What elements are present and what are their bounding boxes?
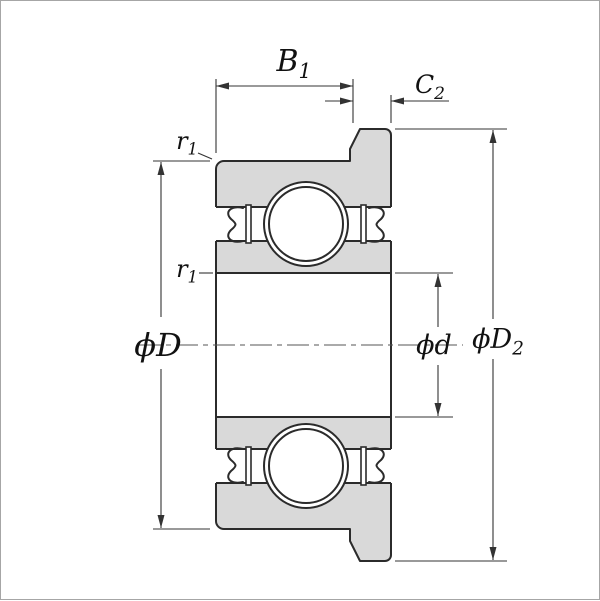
label-c2-main: C: [415, 70, 434, 99]
label-c2: C2: [415, 70, 445, 104]
annotation-r1-inner: r1: [176, 255, 213, 287]
label-phi-d2-main: ϕD: [472, 324, 512, 355]
top-bearing-section: [214, 181, 393, 267]
label-r1-top-sub: 1: [188, 140, 198, 159]
ball: [268, 186, 344, 262]
dimension-b1: B1: [215, 44, 354, 153]
dimension-c2: C2: [325, 70, 449, 123]
label-b1-main: B: [275, 44, 298, 79]
label-c2-sub: 2: [433, 84, 445, 104]
label-b1-sub: 1: [299, 59, 312, 83]
dimension-phi-d-outer: ϕD: [134, 160, 210, 530]
label-phi-d-bore-main: ϕd: [416, 330, 452, 361]
label-r1-inner-sub: 1: [188, 268, 198, 287]
right-shield: [360, 204, 367, 244]
dimension-phi-d-bore: ϕd: [395, 272, 453, 418]
label-phi-d2-sub: 2: [511, 338, 524, 359]
label-r1-inner: r1: [176, 255, 198, 287]
label-phi-d2: ϕD2: [472, 324, 524, 359]
label-phi-d-bore: ϕd: [416, 330, 452, 361]
left-retaining-spring: [227, 206, 244, 243]
label-r1-top-main: r: [176, 127, 189, 155]
left-shield: [245, 204, 252, 244]
dimension-phi-d2-flange: ϕD2: [395, 128, 524, 562]
label-b1: B1: [275, 44, 311, 83]
label-r1-top: r1: [176, 127, 198, 159]
annotation-r1-top: r1: [176, 127, 213, 160]
label-r1-inner-main: r: [176, 255, 189, 283]
r1-top-leader: [197, 152, 213, 160]
right-retaining-spring: [368, 206, 385, 243]
label-phi-d-outer: ϕD: [134, 326, 181, 364]
label-phi-d-outer-main: ϕD: [134, 326, 181, 364]
